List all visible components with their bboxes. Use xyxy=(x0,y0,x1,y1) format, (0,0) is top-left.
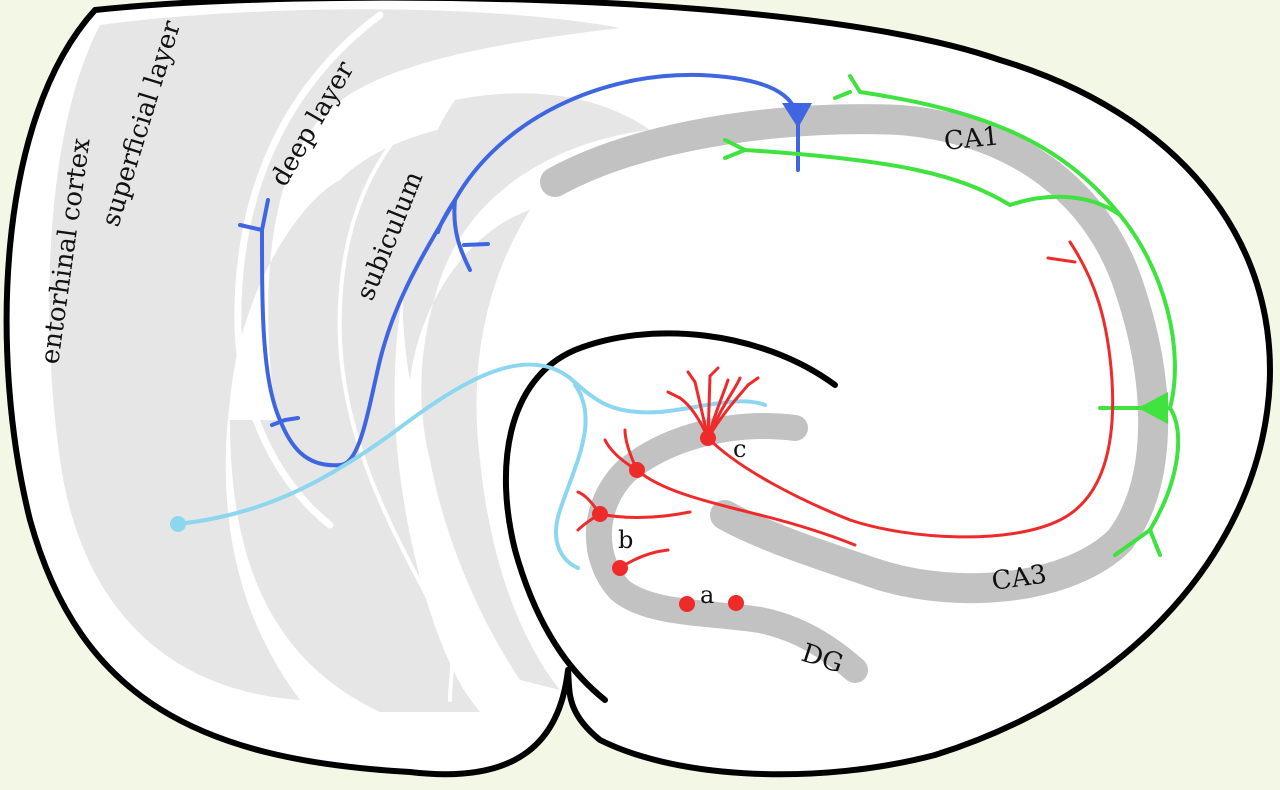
light-blue-cell-body xyxy=(170,516,186,532)
label-cell-b: b xyxy=(618,526,633,554)
entorhinal-shading xyxy=(49,9,621,700)
granule-cell-a-left xyxy=(679,596,695,612)
blue-pathway xyxy=(238,72,800,468)
subiculum-shading xyxy=(402,93,650,690)
blue-arrowhead xyxy=(782,103,812,128)
green-pathway xyxy=(723,74,1181,557)
granule-cell-c xyxy=(700,430,716,446)
label-ca1: CA1 xyxy=(943,121,1001,157)
ca1-band xyxy=(540,104,1169,604)
granule-cell-a-right xyxy=(728,595,744,611)
light-blue-pathway xyxy=(176,362,767,570)
layer-boundary-1 xyxy=(234,11,384,529)
granule-cell-b-lower xyxy=(612,560,628,576)
granule-cell-b-upper xyxy=(592,506,608,522)
label-cell-a: a xyxy=(700,581,714,609)
granule-cell-upper xyxy=(629,462,645,478)
green-arrowhead xyxy=(1138,392,1168,424)
dg-band xyxy=(585,413,868,683)
layer-boundary-2 xyxy=(337,73,477,702)
red-pathway xyxy=(576,240,1115,570)
red-cell-bodies xyxy=(592,430,744,612)
label-cell-c: c xyxy=(733,435,746,463)
hippocampal-fissure-outline xyxy=(502,330,838,703)
